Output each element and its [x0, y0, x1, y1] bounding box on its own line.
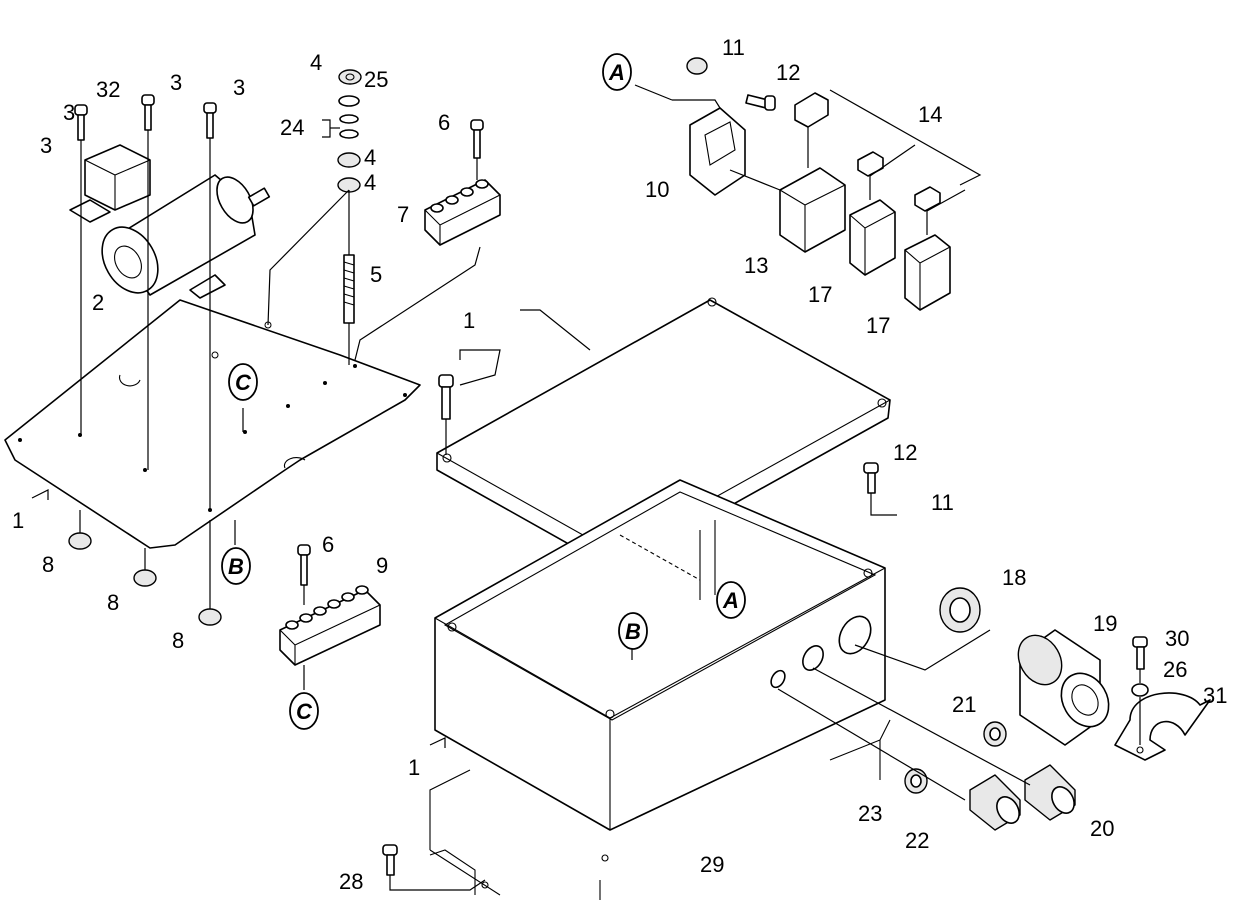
callout-label: 23 — [858, 801, 882, 826]
fuse-holders — [686, 57, 951, 311]
callout-label: 11 — [931, 490, 954, 515]
callout-label: 13 — [744, 253, 768, 278]
callout-label: 8 — [172, 628, 184, 653]
callout-label: 3 — [233, 75, 245, 100]
callout-label: 12 — [893, 440, 917, 465]
callout-label: 17 — [866, 313, 890, 338]
svg-text:B: B — [625, 619, 641, 644]
callout-label: 8 — [42, 552, 54, 577]
callout-label: 3 — [40, 133, 52, 158]
callout-labels: 1 1 1 2 3 3 3 3 4 4 4 5 6 6 7 8 8 8 9 10… — [12, 35, 1227, 894]
screws — [74, 94, 1148, 876]
callout-label: 9 — [376, 553, 388, 578]
callout-label: 11 — [722, 35, 745, 60]
callout-label: 32 — [96, 77, 120, 102]
mounting-plate — [4, 299, 421, 549]
ref-mark-b: B — [618, 612, 648, 650]
callout-label: 26 — [1163, 657, 1187, 682]
callout-label: 12 — [776, 60, 800, 85]
callout-label: 25 — [364, 67, 388, 92]
enclosure-box — [434, 479, 886, 831]
callout-label: 20 — [1090, 816, 1114, 841]
mounting-bracket — [429, 719, 891, 900]
callout-label: 3 — [170, 70, 182, 95]
nuts-8 — [68, 532, 222, 626]
callout-label: 2 — [92, 290, 104, 315]
callout-label: 10 — [645, 177, 669, 202]
callout-label: 3 — [63, 100, 75, 125]
ref-mark-c: C — [289, 692, 319, 730]
cable-glands — [904, 587, 1211, 831]
callout-label: 5 — [370, 262, 382, 287]
svg-text:A: A — [722, 588, 739, 613]
callout-label: 4 — [364, 145, 376, 170]
leader-lines — [31, 84, 1141, 891]
svg-text:A: A — [608, 60, 625, 85]
callout-label: 8 — [107, 590, 119, 615]
callout-label: 31 — [1203, 683, 1227, 708]
ref-mark-a: A — [716, 581, 746, 619]
svg-text:C: C — [235, 370, 252, 395]
ref-mark-c: C — [228, 363, 258, 401]
callout-label: 21 — [952, 692, 976, 717]
callout-label: 1 — [463, 308, 475, 333]
callout-label: 24 — [280, 115, 304, 140]
callout-label: 4 — [310, 50, 322, 75]
callout-label: 4 — [364, 170, 376, 195]
terminal-blocks — [279, 179, 501, 666]
callout-label: 22 — [905, 828, 929, 853]
callout-label: 19 — [1093, 611, 1117, 636]
callout-label: 6 — [322, 532, 334, 557]
ref-mark-b: B — [221, 547, 251, 585]
callout-label: 1 — [408, 755, 420, 780]
callout-label: 18 — [1002, 565, 1026, 590]
svg-text:B: B — [228, 554, 244, 579]
relay — [69, 144, 151, 223]
reference-marks: A A B B C C — [221, 53, 746, 730]
callout-label: 29 — [700, 852, 724, 877]
callout-label: 6 — [438, 110, 450, 135]
ref-mark-a: A — [602, 53, 632, 91]
callout-label: 17 — [808, 282, 832, 307]
callout-label: 7 — [397, 202, 409, 227]
callout-label: 28 — [339, 869, 363, 894]
callout-label: 30 — [1165, 626, 1189, 651]
callout-label: 14 — [918, 102, 942, 127]
svg-text:C: C — [296, 699, 313, 724]
callout-label: 1 — [12, 508, 24, 533]
